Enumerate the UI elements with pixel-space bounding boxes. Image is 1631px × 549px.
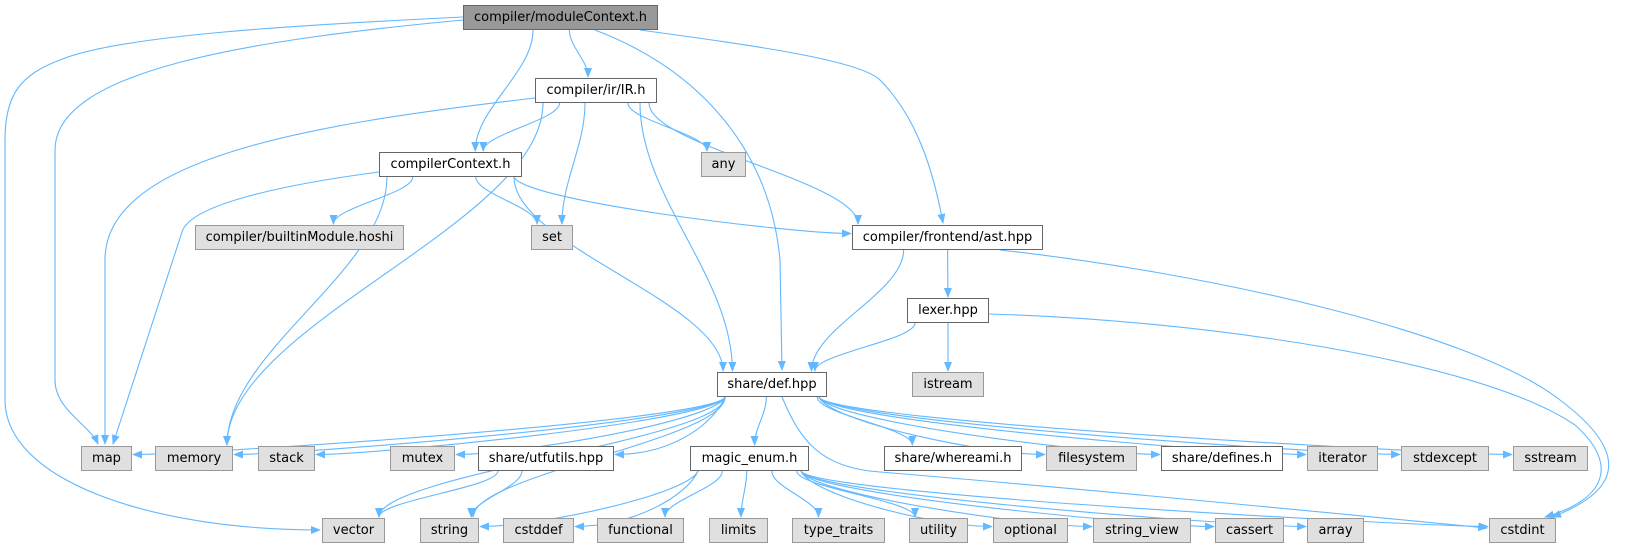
edge-ast-to-ci (999, 249, 1610, 518)
edge-utf-to-str (467, 470, 523, 518)
node-string[interactable]: string (420, 518, 479, 543)
edge-mc-to-map (54, 19, 464, 445)
edge-ir-to-mem (223, 102, 544, 446)
edge-mc-to-ast (639, 29, 946, 224)
node-istream[interactable]: istream (912, 372, 984, 397)
node-map[interactable]: map (81, 446, 132, 471)
edge-def-to-ci (781, 396, 1488, 532)
node-lexer-hpp[interactable]: lexer.hpp (907, 298, 989, 323)
edge-cc-to-map (111, 171, 380, 445)
edge-ir-to-def (639, 102, 737, 372)
node-optional[interactable]: optional (993, 518, 1068, 543)
edge-def-to-stack (315, 396, 726, 459)
node-filesystem[interactable]: filesystem (1046, 446, 1137, 471)
edge-ir-to-ast (648, 102, 862, 225)
edge-ir-to-cc (479, 102, 561, 152)
node-share-def-hpp[interactable]: share/def.hpp (717, 372, 827, 397)
node-compiler-modulecontext-h[interactable]: compiler/moduleContext.h (463, 5, 658, 30)
node-type-traits[interactable]: type_traits (792, 518, 885, 543)
edge-me-to-ci (800, 470, 1489, 531)
node-share-defines-h[interactable]: share/defines.h (1161, 446, 1283, 471)
node-magic-enum-h[interactable]: magic_enum.h (690, 446, 809, 471)
edge-me-to-tt (771, 470, 823, 518)
node-stdexcept[interactable]: stdexcept (1401, 446, 1489, 471)
edge-cc-to-ast (513, 176, 852, 238)
node-compiler-builtinmodule-hoshi[interactable]: compiler/builtinModule.hoshi (195, 225, 404, 250)
node-mutex[interactable]: mutex (390, 446, 455, 471)
node-functional[interactable]: functional (597, 518, 684, 543)
node-sstream[interactable]: sstream (1513, 446, 1588, 471)
edge-lex-to-def (810, 322, 916, 372)
node-vector[interactable]: vector (322, 518, 385, 543)
node-share-utfutils-hpp[interactable]: share/utfutils.hpp (478, 446, 614, 471)
edge-utf-to-vec (375, 470, 499, 518)
node-utility[interactable]: utility (909, 518, 968, 543)
edge-ir-to-set (557, 102, 586, 225)
edge-me-to-lim (736, 470, 748, 518)
node-cstddef[interactable]: cstddef (503, 518, 574, 543)
node-iterator[interactable]: iterator (1307, 446, 1378, 471)
node-compiler-ir-ir-h[interactable]: compiler/ir/IR.h (535, 78, 657, 103)
edge-lex-to-ci (988, 313, 1602, 519)
edge-def-to-me (750, 396, 767, 446)
edge-mc-to-def (594, 29, 786, 371)
edge-mc-to-vec (4, 16, 464, 534)
edge-mc-to-cc (471, 29, 534, 152)
node-compiler-frontend-ast-hpp[interactable]: compiler/frontend/ast.hpp (852, 225, 1043, 250)
node-limits[interactable]: limits (709, 518, 768, 543)
node-any[interactable]: any (701, 152, 746, 177)
edge-cc-to-def (513, 176, 727, 372)
edge-me-to-fn (661, 470, 723, 518)
edge-me-to-cdf (574, 470, 699, 531)
node-memory[interactable]: memory (155, 446, 233, 471)
edge-ir-to-any (627, 102, 711, 152)
edge-cc-to-mem (223, 176, 388, 446)
edge-cc-to-set (475, 176, 541, 225)
edge-cc-to-bm (329, 176, 414, 225)
edge-ir-to-map (101, 97, 536, 445)
node-stack[interactable]: stack (258, 446, 315, 471)
edge-me-to-ut (796, 470, 919, 518)
edge-ast-to-def (807, 249, 905, 372)
edge-def-to-utf (614, 396, 726, 459)
node-share-whereami-h[interactable]: share/whereami.h (884, 446, 1022, 471)
node-compilercontext-h[interactable]: compilerContext.h (379, 152, 522, 177)
node-string-view[interactable]: string_view (1093, 518, 1191, 543)
node-array[interactable]: array (1307, 518, 1364, 543)
node-set[interactable]: set (531, 225, 573, 250)
node-cassert[interactable]: cassert (1215, 518, 1284, 543)
edge-mc-to-ir (568, 29, 593, 78)
node-cstdint[interactable]: cstdint (1489, 518, 1556, 543)
